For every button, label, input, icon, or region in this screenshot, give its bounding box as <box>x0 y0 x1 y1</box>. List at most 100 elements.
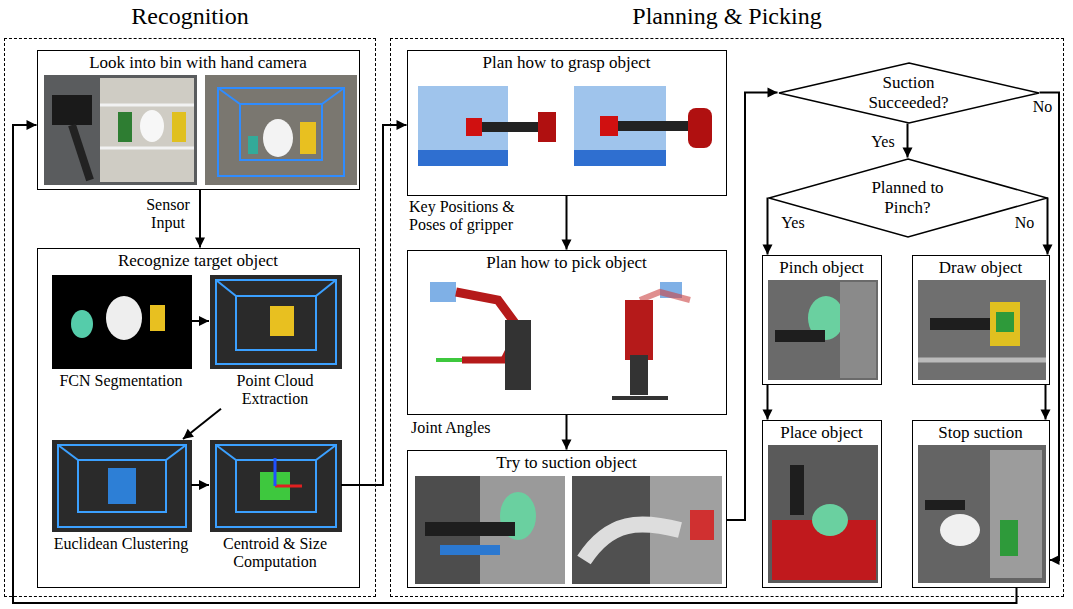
connector-arrow <box>183 409 221 439</box>
item <box>300 122 316 154</box>
robot-arm <box>462 357 505 364</box>
cluster <box>108 468 136 504</box>
bin-wireframe <box>236 296 316 350</box>
decision-diamond: Suction Succeeded? <box>778 62 1040 124</box>
suction-photo <box>572 476 722 584</box>
photo-ground <box>414 76 560 188</box>
node-label: Try to suction object <box>408 451 726 473</box>
bin-wireframe <box>78 460 166 512</box>
shelf-line <box>100 147 194 150</box>
robot-body <box>625 300 653 360</box>
connector-line <box>727 93 778 521</box>
robot-render <box>430 282 531 390</box>
edge-label: Key Positions & Poses of gripper <box>409 198 537 235</box>
camera-photo <box>44 75 197 185</box>
node-label: Pinch object <box>763 256 881 278</box>
photo-ground <box>572 476 722 584</box>
item <box>172 112 186 142</box>
grasp-render <box>570 76 722 188</box>
node-label: Plan how to pick object <box>408 251 726 273</box>
draw-photo <box>918 280 1046 380</box>
connector-arrow <box>562 415 572 450</box>
photo-ground <box>768 445 878 583</box>
robot-stand <box>612 396 668 400</box>
connector-arrow <box>562 196 572 250</box>
arrow-head <box>397 120 407 130</box>
gripper <box>790 465 804 515</box>
object <box>1000 520 1018 556</box>
robot-arm <box>640 292 690 300</box>
item <box>140 110 164 142</box>
arm <box>72 125 90 180</box>
pinch-photo <box>768 280 878 380</box>
arrow-head <box>903 148 913 158</box>
gripper <box>688 108 712 148</box>
arrow-head <box>763 245 773 255</box>
image-step: Centroid & Size Computation <box>209 439 341 572</box>
edge-label: No <box>1012 214 1037 232</box>
process-box: Plan how to grasp object <box>407 50 727 196</box>
photo-ground <box>210 275 342 369</box>
node-label: Look into bin with hand camera <box>38 51 359 73</box>
object <box>600 116 618 136</box>
image-caption: Point Cloud Extraction <box>209 372 341 409</box>
node-label: Draw object <box>913 256 1049 278</box>
arrow-head <box>1041 410 1051 420</box>
robot-render <box>612 282 690 398</box>
photo-ground <box>52 275 192 369</box>
process-box: Recognize target objectFCN Segmentation P… <box>37 248 360 588</box>
item <box>263 119 293 157</box>
bin <box>430 282 456 302</box>
process-box: Stop suction <box>912 420 1050 588</box>
process-box: Plan how to pick object <box>407 250 727 415</box>
group-title: Planning & Picking <box>391 3 1063 31</box>
node-label: Recognize target object <box>38 249 359 271</box>
arrow-head <box>27 120 37 130</box>
group-title: Recognition <box>5 3 375 31</box>
image-caption: FCN Segmentation <box>51 372 191 390</box>
object <box>812 504 848 536</box>
node-label: Planned to Pinch? <box>863 178 953 217</box>
edge-label: Yes <box>776 214 810 232</box>
node-label: Place object <box>763 421 881 443</box>
process-box: Try to suction object <box>407 450 727 588</box>
object <box>690 510 714 540</box>
arrow-head <box>199 480 209 490</box>
process-box: Place object <box>762 420 882 588</box>
camera-photo <box>205 75 357 185</box>
segmentation-image <box>52 275 192 369</box>
photo-ground <box>918 280 1046 380</box>
connector-arrow <box>191 480 209 490</box>
object <box>996 312 1014 332</box>
photo-ground <box>52 440 192 532</box>
item <box>118 112 132 142</box>
edge-label: No <box>1030 98 1055 116</box>
photo-ground <box>570 76 722 188</box>
gripper <box>425 522 515 536</box>
shelf <box>100 78 194 182</box>
mask <box>106 296 142 340</box>
bin-wireframe <box>216 280 336 364</box>
photo-ground <box>44 75 197 185</box>
bin-wireframe <box>216 445 336 460</box>
photo-ground <box>768 280 878 380</box>
arrow-head <box>562 240 572 250</box>
arrow-head <box>1050 555 1060 565</box>
node-label: Plan how to grasp object <box>408 51 726 73</box>
node-label: Suction Succeeded? <box>859 73 959 112</box>
centroid-image <box>210 440 342 532</box>
image-caption: Euclidean Clustering <box>51 535 191 553</box>
stop-photo <box>918 445 1046 583</box>
gripper <box>925 500 965 510</box>
edge-label: Sensor Input <box>138 196 198 233</box>
mask <box>71 310 93 338</box>
connector-arrow <box>1043 198 1053 255</box>
diamond-shape <box>779 63 1039 123</box>
bin-wireframe <box>218 88 344 176</box>
shelf <box>990 450 1042 578</box>
item <box>248 136 258 154</box>
gripper <box>538 112 556 142</box>
bin-wireframe <box>218 88 344 104</box>
pointcloud-image <box>210 275 342 369</box>
